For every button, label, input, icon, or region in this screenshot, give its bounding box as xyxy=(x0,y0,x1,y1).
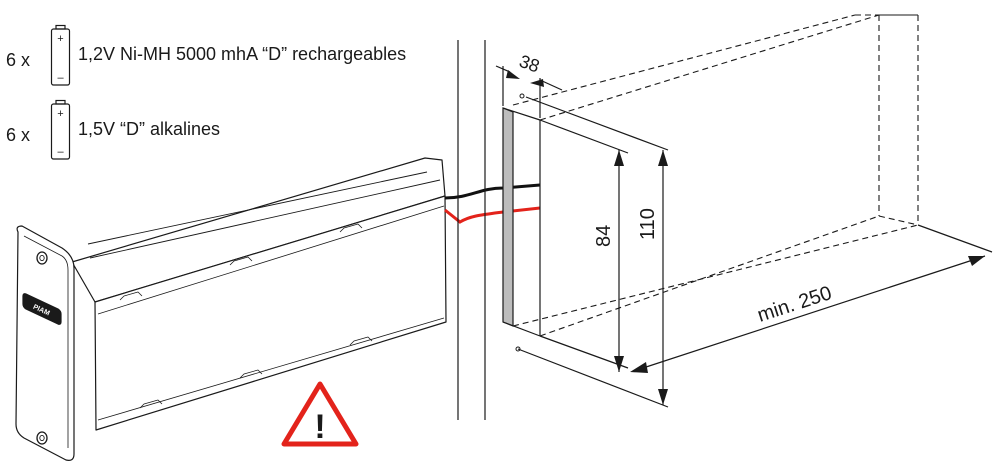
warning-symbol: ! xyxy=(314,408,325,446)
dimension-depth: 38 xyxy=(517,51,543,77)
dimension-inner-height: 84 xyxy=(593,225,615,247)
dimension-outer-height: 110 xyxy=(637,208,659,240)
battery-description-1: 1,2V Ni-MH 5000 mhA “D” rechargeables xyxy=(78,44,406,64)
battery-minus: – xyxy=(57,72,64,84)
warning-icon: ! xyxy=(281,381,359,447)
battery-box: PIAM xyxy=(15,157,447,461)
battery-icon: + – xyxy=(50,99,71,160)
battery-legend-1: 6 x + – 1,2V Ni-MH 5000 mhA “D” recharge… xyxy=(6,24,406,86)
wall xyxy=(457,40,486,420)
dashed-recess-volume xyxy=(512,14,919,337)
battery-count-2: 6 x xyxy=(6,125,30,145)
recess-opening xyxy=(502,93,541,352)
dimension-arrowheads xyxy=(506,70,985,405)
battery-plus: + xyxy=(57,33,63,45)
battery-icon: + – xyxy=(50,24,71,86)
battery-description-2: 1,5V “D” alkalines xyxy=(78,119,220,139)
battery-minus: – xyxy=(57,146,64,158)
dimension-lines xyxy=(495,65,993,408)
battery-legend-2: 6 x + – 1,5V “D” alkalines xyxy=(6,99,220,160)
dimension-length: min. 250 xyxy=(755,282,835,327)
battery-plus: + xyxy=(57,108,63,120)
piam-logo: PIAM xyxy=(22,293,62,325)
battery-count-1: 6 x xyxy=(6,50,30,70)
cables xyxy=(444,183,541,224)
